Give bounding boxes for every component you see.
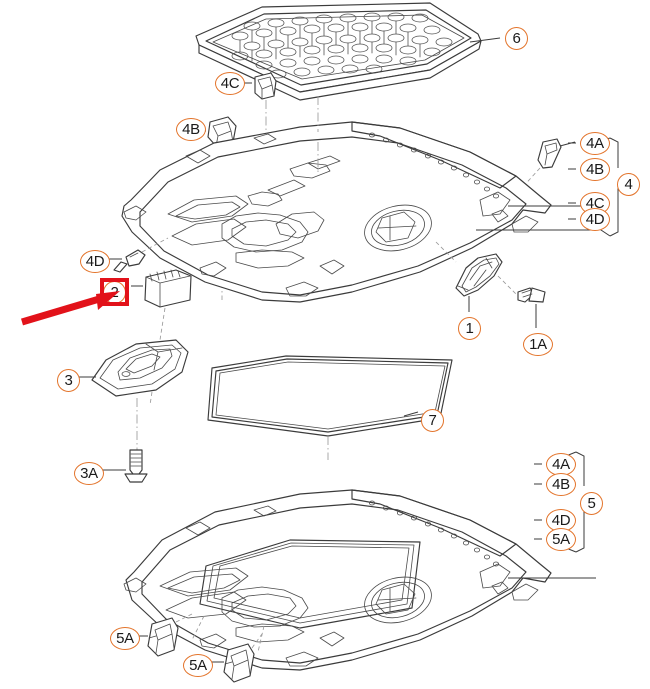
- annotation-highlight-box: [100, 278, 129, 306]
- callout-4b[interactable]: 4B: [546, 473, 576, 496]
- part-7-sunroof-seal: [207, 355, 453, 460]
- annotation-arrow: [21, 291, 120, 326]
- callout-4a[interactable]: 4A: [546, 453, 576, 476]
- part-4D-screw-left: [104, 237, 169, 273]
- callout-4c[interactable]: 4C: [215, 72, 245, 95]
- callout-4d[interactable]: 4D: [580, 208, 610, 231]
- callout-5a[interactable]: 5A: [546, 528, 576, 551]
- callout-5a[interactable]: 5A: [183, 654, 213, 677]
- part-1-latch-bracket: [455, 253, 517, 312]
- callout-4[interactable]: 4: [617, 173, 640, 196]
- callout-1[interactable]: 1: [458, 317, 481, 340]
- part-5A-clip-2: [208, 633, 263, 683]
- part-4A-rivet-right: [519, 138, 576, 191]
- part-2-trim-block: [131, 269, 192, 341]
- callout-4b[interactable]: 4B: [176, 118, 206, 141]
- part-3A-screw: [98, 449, 148, 483]
- callout-3[interactable]: 3: [57, 369, 80, 392]
- callout-4d[interactable]: 4D: [80, 250, 110, 273]
- callout-7[interactable]: 7: [421, 409, 444, 432]
- callout-4b[interactable]: 4B: [580, 158, 610, 181]
- callout-6[interactable]: 6: [505, 27, 528, 50]
- callout-5[interactable]: 5: [580, 492, 603, 515]
- callout-3a[interactable]: 3A: [74, 462, 104, 485]
- part-3-dome-light: [72, 339, 189, 452]
- callout-5a[interactable]: 5A: [110, 627, 140, 650]
- callout-4a[interactable]: 4A: [580, 132, 610, 155]
- part-4C-clip-top: [237, 72, 277, 178]
- headliner-lower-shell: [123, 489, 596, 671]
- part-5A-clip-1: [134, 613, 193, 657]
- part-1A-screw: [517, 287, 546, 328]
- callout-1a[interactable]: 1A: [523, 333, 553, 356]
- headliner-upper-shell: [121, 121, 596, 303]
